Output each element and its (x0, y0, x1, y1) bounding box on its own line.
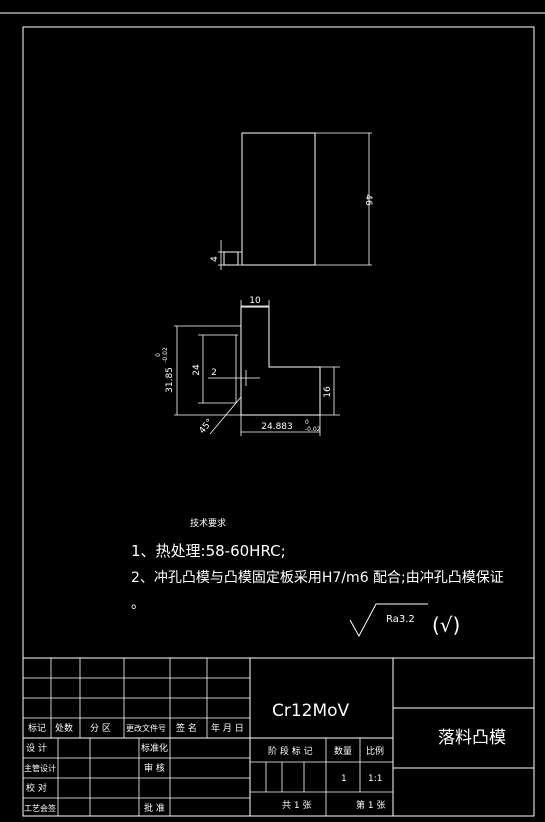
roughness-value: Ra3.2 (386, 614, 415, 625)
sign-row-2: 校 对 (26, 782, 47, 794)
mid-label-1: 审 核 (144, 762, 165, 774)
dim-4: 4 (210, 256, 220, 262)
dim-chamfer: 45° (198, 417, 216, 436)
dim-46: 46 (363, 194, 373, 206)
rev-header-4: 签 名 (176, 722, 197, 734)
rev-header-1: 处数 (55, 722, 73, 734)
material-text: Cr12MoV (272, 701, 350, 721)
dim-24-883-tol: 0-0.02 (305, 419, 321, 433)
mid-label-2: 批 准 (144, 802, 165, 814)
tech-req-heading: 技术要求 (190, 517, 226, 529)
dim-10: 10 (249, 296, 261, 306)
tech-req-line3: 。 (131, 596, 145, 612)
dim-2: 2 (211, 368, 217, 378)
dim-24: 24 (192, 364, 202, 376)
weight-header: 数量 (334, 745, 352, 757)
roughness-other: (√) (432, 613, 460, 637)
rev-header-2: 分 区 (90, 723, 111, 734)
part-name-text: 落料凸模 (438, 728, 506, 748)
dim-16: 16 (323, 386, 333, 398)
weight-value: 1 (341, 774, 347, 784)
stage-header: 阶 段 标 记 (268, 745, 313, 757)
title-block: Cr12MoV 落料凸模 标记 处数 分 区 更改文件号 签 名 年 月 日 设… (22, 657, 535, 817)
tech-req-line1: 1、热处理:58-60HRC; (131, 542, 286, 560)
rev-header-3: 更改文件号 (126, 723, 166, 733)
mid-label-0: 标准化 (141, 742, 168, 754)
sign-row-0: 设 计 (26, 742, 47, 754)
front-view: 45° 10 31.85 0-0.02 24 2 16 24.883 0-0.0… (155, 296, 340, 436)
rev-header-0: 标记 (28, 722, 46, 734)
sign-row-3: 工艺会签 (24, 803, 56, 813)
dim-31-85-tol: 0-0.02 (155, 347, 169, 363)
sign-row-1: 主管设计 (24, 763, 56, 773)
tech-req-line2: 2、冲孔凸模与凸模固定板采用H7/m6 配合;由冲孔凸模保证 (131, 570, 504, 586)
dim-31-85: 31.85 (165, 367, 175, 393)
roughness-symbol: Ra3.2 (√) (349, 603, 460, 638)
rev-header-5: 年 月 日 (211, 722, 244, 734)
scale-value: 1:1 (368, 774, 382, 784)
sheets-total: 共 1 张 (282, 800, 311, 811)
technical-requirements: 技术要求 1、热处理:58-60HRC; 2、冲孔凸模与凸模固定板采用H7/m6… (131, 517, 504, 612)
side-view: 46 4 (210, 132, 373, 270)
sheet-no: 第 1 张 (356, 799, 385, 811)
scale-header: 比例 (366, 745, 384, 757)
dim-24-883: 24.883 (261, 422, 293, 432)
